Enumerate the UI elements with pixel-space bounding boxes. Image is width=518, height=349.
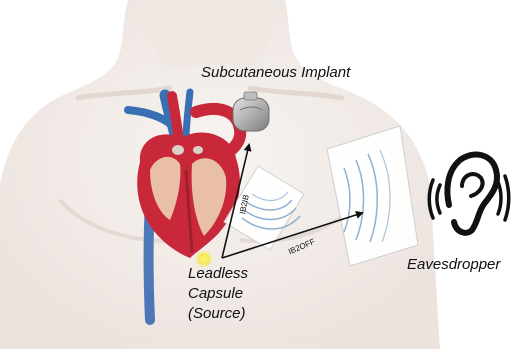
source-label-line: Leadless: [188, 264, 278, 284]
ear-icon: [429, 155, 509, 233]
implant-label: Subcutaneous Implant: [201, 64, 350, 81]
neck-shadow: [140, 0, 278, 66]
source-label: Leadless Capsule (Source): [188, 264, 278, 324]
eavesdropper-label: Eavesdropper: [407, 256, 500, 273]
source-label-line: Capsule: [188, 284, 278, 304]
source-label-line: (Source): [188, 304, 278, 324]
